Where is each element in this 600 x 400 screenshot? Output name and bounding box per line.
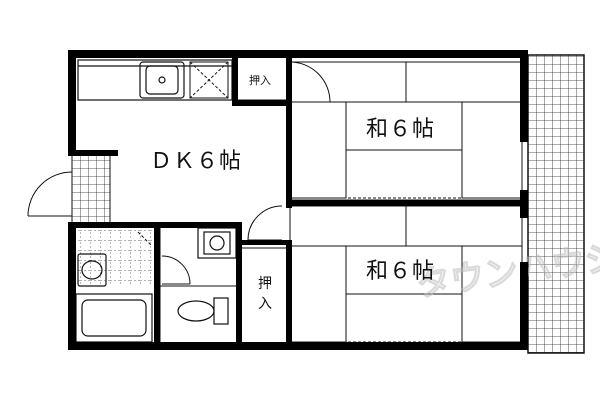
kitchen-sink-icon — [139, 61, 185, 99]
washbasin-icon — [77, 253, 107, 287]
entrance-door-icon — [27, 171, 73, 217]
tatami-upper-label: 和６帖 — [366, 117, 435, 142]
bathtub-icon — [75, 293, 153, 343]
closet-lower-label-2: 入 — [258, 296, 272, 312]
walls — [68, 50, 528, 350]
washing-machine-icon — [197, 227, 237, 259]
toilet-icon — [177, 297, 229, 325]
dk-room-label: ＤＫ６帖 — [150, 149, 242, 174]
entrance-floor — [71, 153, 111, 225]
balcony — [527, 54, 585, 354]
washroom-floor — [76, 228, 154, 286]
tatami-lower-label: 和６帖 — [366, 259, 435, 284]
closet-upper-label: 押入 — [249, 73, 271, 87]
stove-icon — [189, 61, 229, 99]
closet-lower-label-1: 押 — [258, 276, 272, 292]
